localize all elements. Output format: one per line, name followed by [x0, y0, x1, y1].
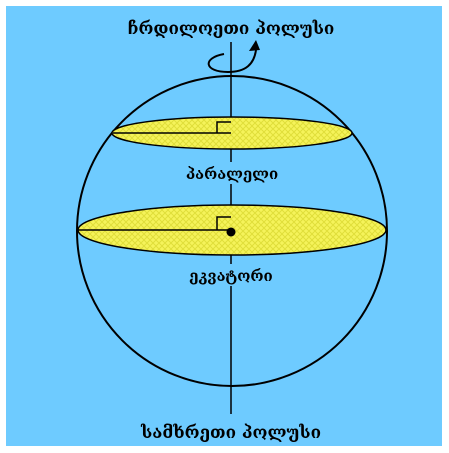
rotation-arrow-icon	[209, 40, 260, 72]
equator-label: ეკვატორი	[189, 267, 273, 285]
parallel-label: პარალელი	[186, 165, 278, 183]
sphere-center-dot	[227, 228, 236, 237]
diagram-canvas: ჩრდილოეთი პოლუსი პარალელი ეკვატორი სამხრ…	[6, 6, 442, 446]
north-pole-label: ჩრდილოეთი პოლუსი	[128, 19, 335, 39]
globe-diagram: ჩრდილოეთი პოლუსი პარალელი ეკვატორი სამხრ…	[6, 6, 442, 446]
south-pole-label: სამხრეთი პოლუსი	[140, 423, 321, 443]
